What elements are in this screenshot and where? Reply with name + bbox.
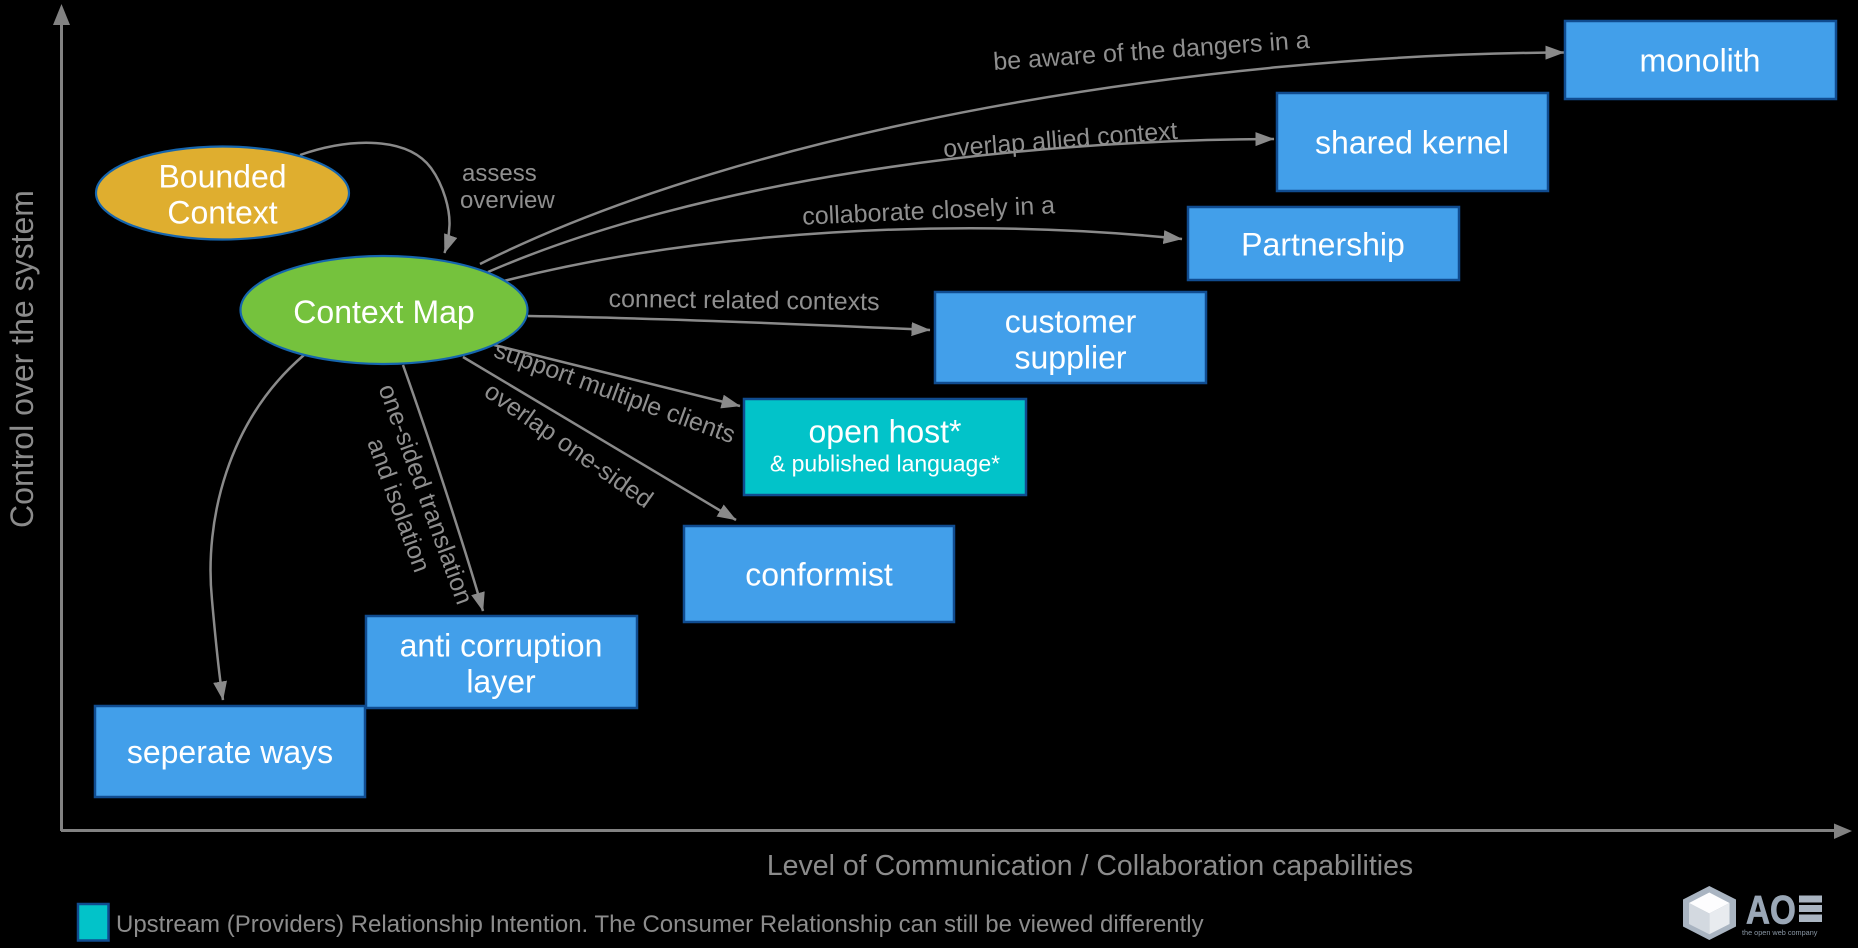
svg-text:open host*: open host* — [808, 414, 961, 450]
svg-text:the open web company: the open web company — [1742, 928, 1818, 937]
svg-text:shared kernel: shared kernel — [1315, 125, 1509, 161]
svg-text:supplier: supplier — [1014, 340, 1126, 376]
svg-text:& published language*: & published language* — [770, 451, 1000, 477]
svg-text:conformist: conformist — [745, 557, 893, 593]
svg-text:Partnership: Partnership — [1241, 227, 1405, 263]
svg-text:assess: assess — [462, 160, 537, 187]
svg-text:monolith: monolith — [1640, 43, 1761, 79]
svg-text:Context: Context — [167, 195, 277, 231]
svg-text:Level of Communication / Colla: Level of Communication / Collaboration c… — [767, 850, 1413, 882]
svg-text:AO: AO — [1746, 888, 1796, 933]
svg-text:connect related contexts: connect related contexts — [608, 285, 879, 316]
svg-text:anti corruption: anti corruption — [400, 628, 603, 664]
svg-text:Context Map: Context Map — [293, 294, 474, 330]
svg-text:seperate ways: seperate ways — [127, 734, 333, 770]
svg-text:Bounded: Bounded — [158, 159, 286, 195]
svg-text:layer: layer — [466, 664, 536, 700]
svg-text:customer: customer — [1005, 304, 1137, 340]
svg-text:Control over the system: Control over the system — [4, 190, 40, 528]
svg-text:Upstream (Providers) Relations: Upstream (Providers) Relationship Intent… — [116, 911, 1204, 938]
svg-text:overview: overview — [460, 187, 555, 214]
